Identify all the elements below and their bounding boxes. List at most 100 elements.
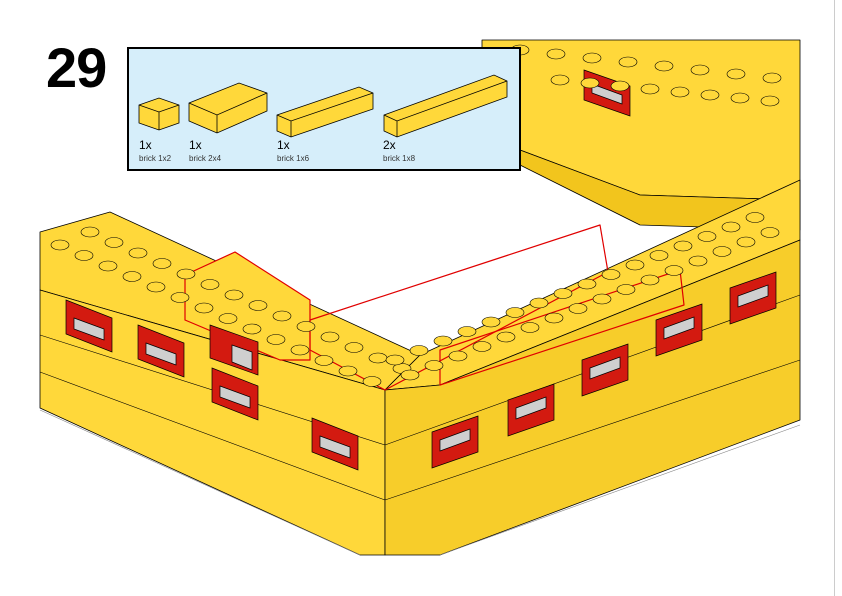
- stud: [726, 68, 746, 80]
- stud: [625, 259, 645, 271]
- stud: [128, 247, 148, 259]
- stud: [712, 246, 732, 257]
- window-red: [729, 271, 777, 325]
- stud: [296, 321, 316, 332]
- stud: [505, 307, 525, 318]
- stud: [242, 323, 262, 335]
- part-quantity: 2x: [383, 138, 396, 152]
- step-number: 29: [46, 36, 107, 99]
- stud: [368, 352, 388, 364]
- part-quantity: 1x: [189, 138, 202, 152]
- stud: [730, 92, 750, 104]
- stud: [697, 231, 717, 242]
- stud: [616, 284, 636, 295]
- stud: [224, 289, 244, 301]
- window-red: [431, 415, 479, 469]
- stud: [152, 258, 172, 269]
- stud: [618, 56, 638, 68]
- stud: [601, 269, 621, 280]
- stud: [760, 227, 780, 238]
- stud: [194, 302, 214, 314]
- stud: [649, 250, 669, 261]
- stud: [544, 312, 564, 324]
- stud: [424, 360, 444, 371]
- brick-1x2-icon: [138, 97, 180, 131]
- window-red: [211, 367, 259, 421]
- window-red: [655, 303, 703, 357]
- stud: [736, 236, 756, 248]
- window-red: [65, 299, 113, 353]
- stud: [98, 260, 118, 272]
- stud: [670, 86, 690, 98]
- stud: [122, 271, 142, 282]
- stud: [74, 250, 94, 261]
- stud: [146, 281, 166, 293]
- part-quantity: 1x: [139, 138, 152, 152]
- stud: [640, 274, 660, 286]
- stud: [553, 288, 573, 299]
- part-name: brick 2x4: [189, 154, 222, 163]
- stud: [580, 77, 600, 89]
- stud: [344, 342, 364, 353]
- stud: [170, 292, 190, 303]
- stud: [762, 72, 782, 84]
- stud: [200, 279, 220, 290]
- stud: [385, 354, 405, 366]
- stud: [496, 331, 516, 343]
- stud: [266, 334, 286, 345]
- left-wall-front: [39, 289, 386, 556]
- stud: [50, 239, 70, 251]
- stud: [592, 293, 612, 305]
- stud: [314, 355, 334, 366]
- stud: [80, 226, 100, 238]
- stud: [400, 369, 420, 381]
- part-name: brick 1x8: [383, 154, 416, 163]
- stud: [582, 52, 602, 64]
- back-wall: [481, 39, 801, 201]
- parts-callout: 1x 1x 1x 2x brick 1x2 brick 2x4 brick 1x…: [127, 47, 521, 171]
- stud: [546, 48, 566, 60]
- stud: [700, 89, 720, 101]
- brick-1x6-icon: [276, 86, 374, 138]
- part-quantity: 1x: [277, 138, 290, 152]
- window-red: [311, 417, 359, 471]
- stud: [568, 303, 588, 314]
- stud: [457, 326, 477, 337]
- stud: [272, 310, 292, 322]
- stud: [320, 331, 340, 343]
- stud: [688, 255, 708, 267]
- stud: [673, 240, 693, 252]
- brick-1x8-icon: [383, 74, 508, 138]
- window-red: [137, 324, 185, 378]
- stud: [690, 64, 710, 76]
- stud: [290, 344, 310, 356]
- window-red: [209, 324, 259, 376]
- stud: [104, 237, 124, 248]
- page-edge: [834, 0, 835, 596]
- stud: [520, 322, 540, 333]
- stud: [176, 268, 196, 280]
- stud: [338, 365, 358, 377]
- stud: [550, 74, 570, 86]
- stud: [409, 345, 429, 356]
- stud: [433, 335, 453, 347]
- stud: [472, 341, 492, 352]
- brick-2x4-icon: [188, 82, 268, 134]
- stud: [721, 221, 741, 233]
- stud: [577, 278, 597, 290]
- window-red: [507, 383, 555, 437]
- stud: [248, 300, 268, 311]
- stud: [610, 80, 630, 92]
- stud: [654, 60, 674, 72]
- stud: [640, 83, 660, 95]
- stud: [448, 350, 468, 362]
- parts-drawings: [138, 74, 508, 138]
- stud: [760, 95, 780, 107]
- stud: [529, 297, 549, 309]
- part-name: brick 1x6: [277, 154, 310, 163]
- part-name: brick 1x2: [139, 154, 172, 163]
- stud: [362, 376, 382, 387]
- stud: [745, 212, 765, 223]
- window-red: [581, 343, 629, 397]
